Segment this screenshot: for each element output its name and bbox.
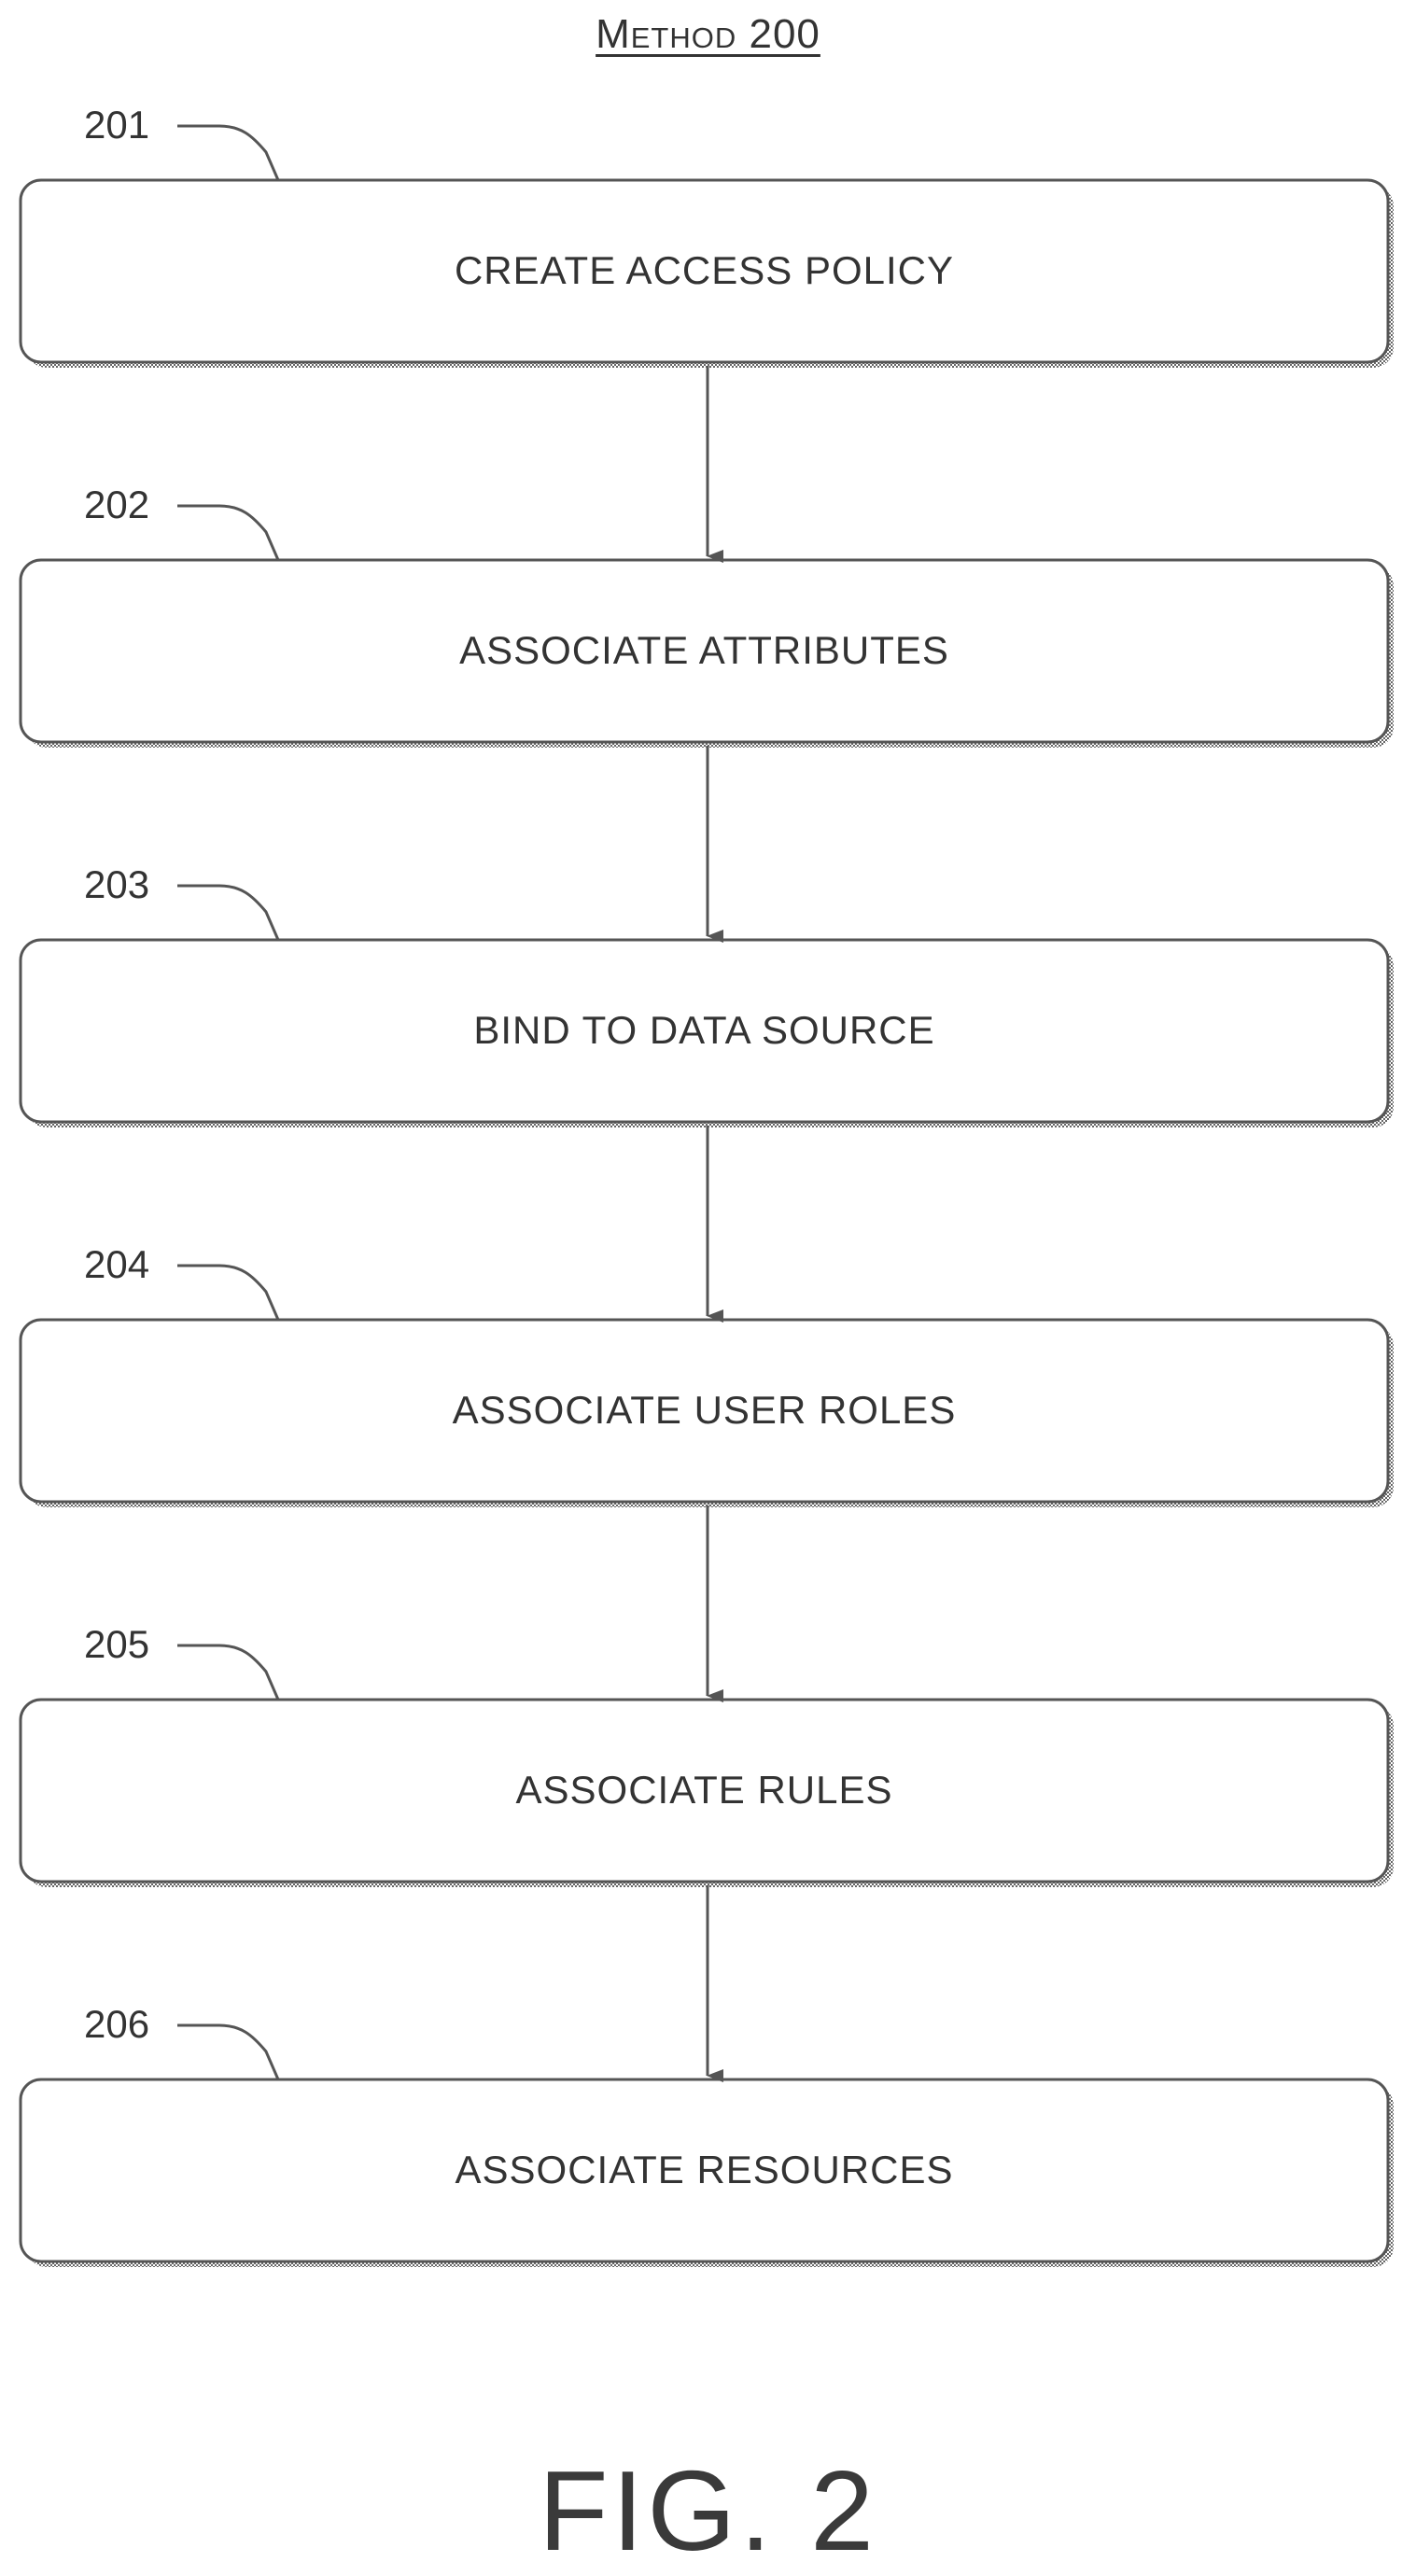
reference-number-201: 201 [84,103,149,147]
step-label-206: ASSOCIATE RESOURCES [21,2148,1388,2192]
figure-caption: FIG. 2 [0,2445,1416,2576]
reference-number-203: 203 [84,862,149,907]
reference-number-206: 206 [84,2002,149,2047]
leader-line-206 [177,2025,278,2079]
reference-number-202: 202 [84,483,149,527]
step-label-201: CREATE ACCESS POLICY [21,248,1388,293]
step-label-204: ASSOCIATE USER ROLES [21,1388,1388,1433]
step-label-205: ASSOCIATE RULES [21,1768,1388,1813]
leader-line-202 [177,506,278,560]
step-label-202: ASSOCIATE ATTRIBUTES [21,628,1388,673]
leader-line-204 [177,1266,278,1320]
step-label-203: BIND TO DATA SOURCE [21,1008,1388,1053]
reference-number-205: 205 [84,1622,149,1667]
reference-number-204: 204 [84,1242,149,1287]
leader-line-205 [177,1645,278,1700]
leader-line-201 [177,126,278,180]
leader-line-203 [177,886,278,940]
